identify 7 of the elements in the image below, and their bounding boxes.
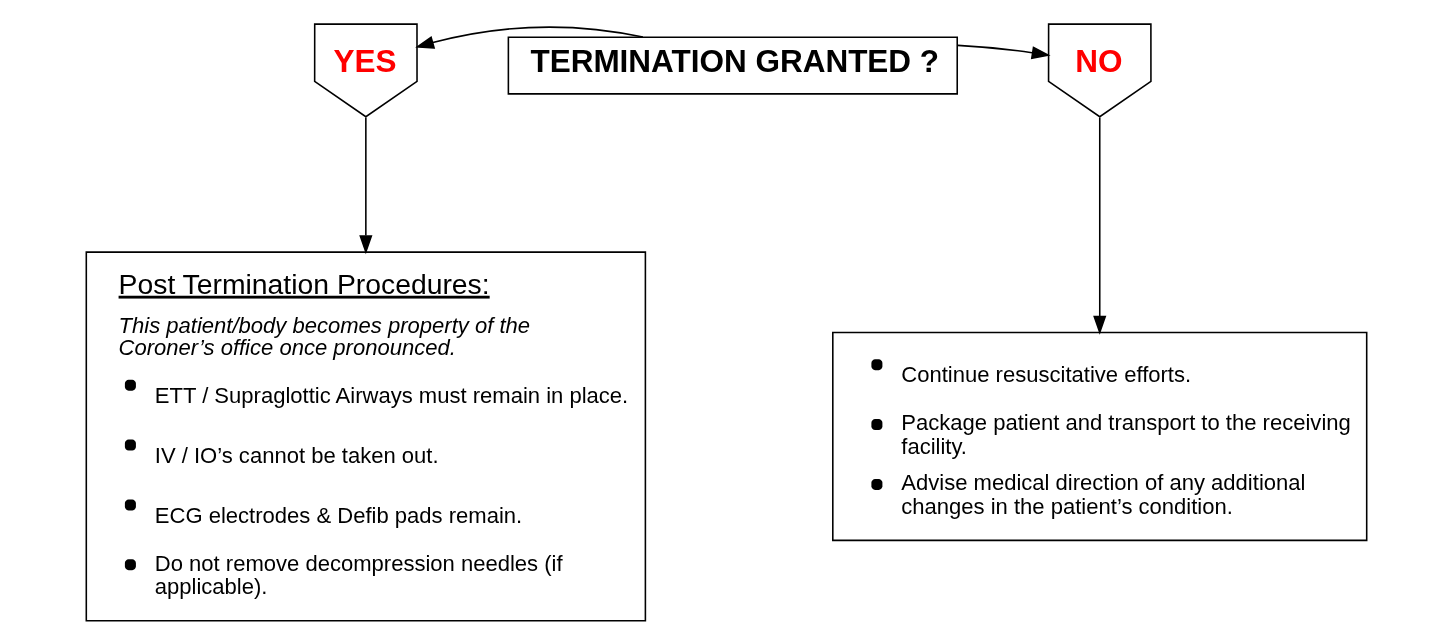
node-box: Continue resuscitative efforts. Package patient and transport to the receiving facility. Advise medical direction of any additional changes in the patient’s condition.: [832, 331, 1368, 542]
arrow: [957, 44, 1051, 60]
node-box: Post Termination Procedures: This patient/body becomes property of the Coroner’s office once pronounced. ETT / Supraglottic Airways must remain in place. IV / IO’s cannot be taken out. ECG electrodes & Defib pads remain. Do not remove decompression needles (if applicable).: [85, 251, 647, 622]
arrow: [359, 116, 373, 255]
arrow: [415, 26, 644, 49]
arrow: [1093, 116, 1107, 335]
node-box: TERMINATION GRANTED ?: [507, 36, 958, 95]
